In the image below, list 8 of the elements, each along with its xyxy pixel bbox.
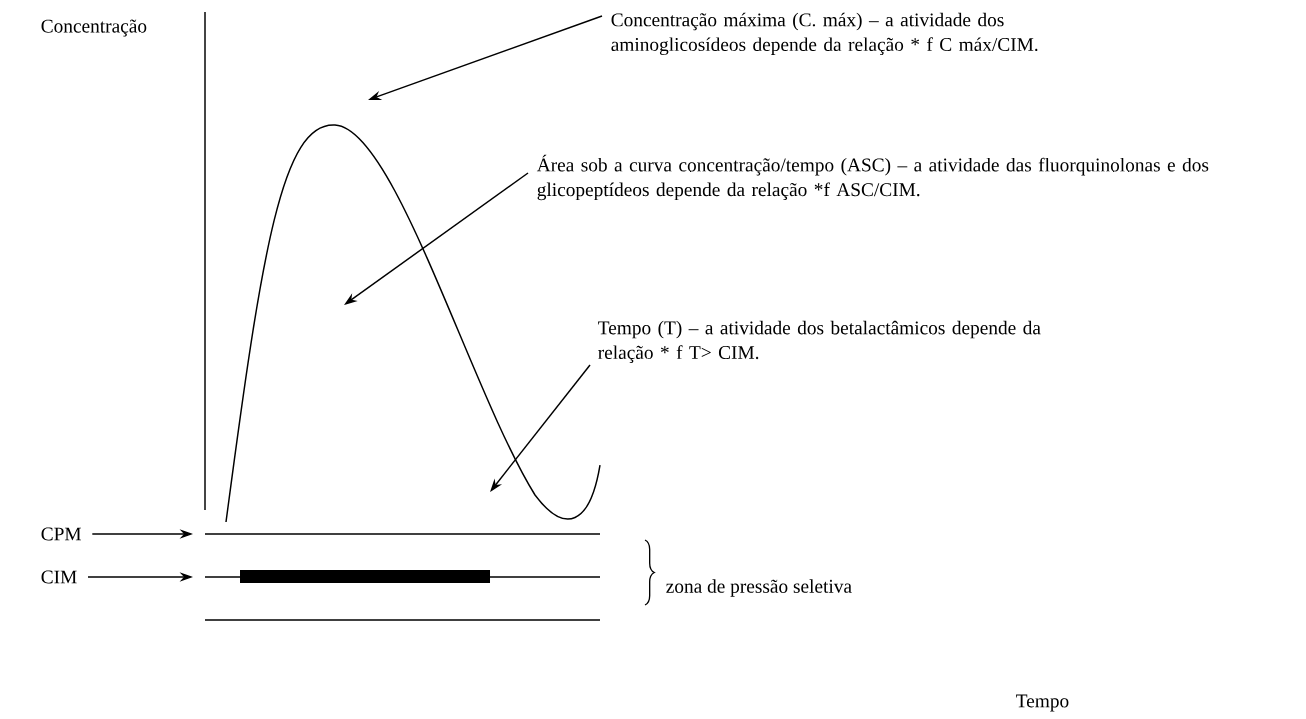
annotation-text: Tempo (T) – a atividade dos betalactâmicos depende da relação * f T> CIM.	[598, 320, 1041, 363]
zone-label: zona de pressão seletiva	[666, 579, 852, 597]
level-label: CPM	[41, 527, 81, 541]
axis-label: Concentração	[41, 19, 147, 37]
annotation-text: Área sob a curva concentração/tempo (ASC) – a atividade das fluorquinolonas e dos glicopeptídeos depende da relação *f ASC/CIM.	[536, 154, 1209, 201]
axis-label: Tempo	[1016, 694, 1069, 712]
annotation-text: Concentração máxima (C. máx) – a atividade dos aminoglicosídeos depende da relação * f C máx/CIM.	[611, 12, 1038, 56]
level-label: CIM	[41, 570, 77, 584]
